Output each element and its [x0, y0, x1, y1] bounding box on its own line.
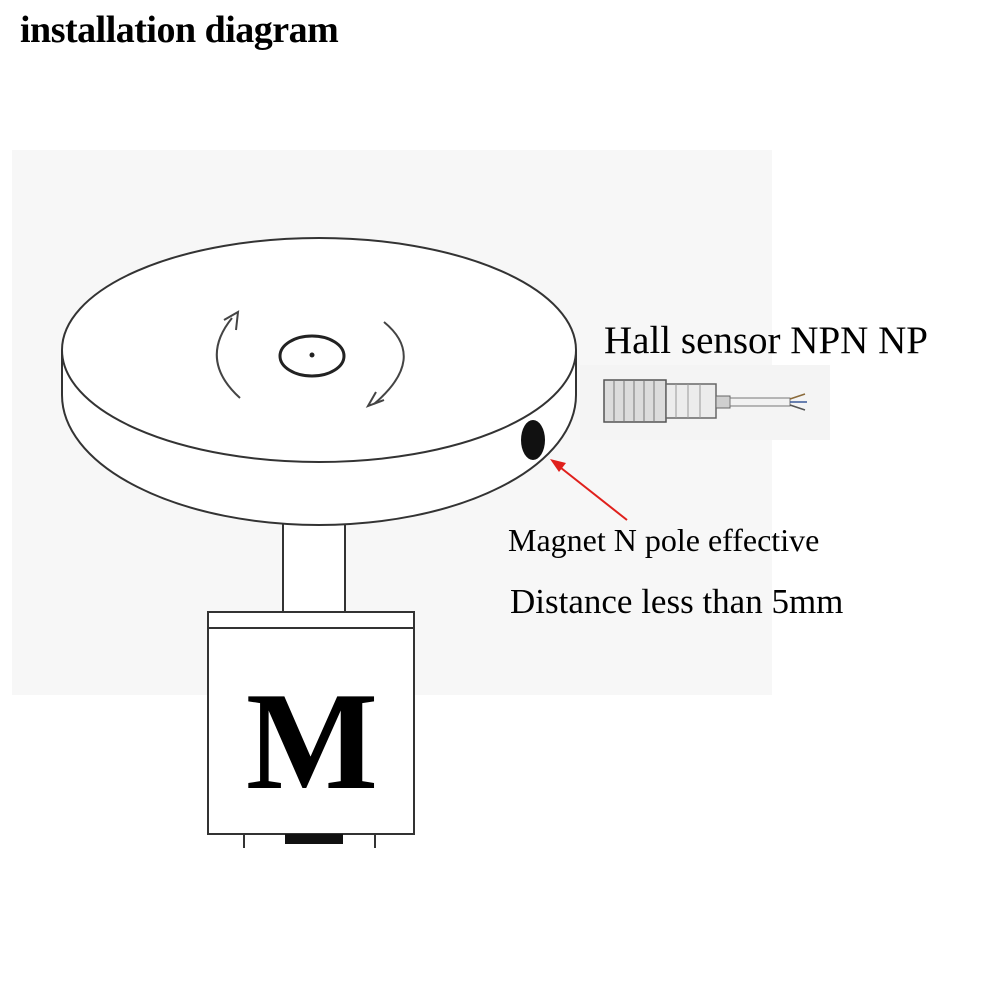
rotation-arrow-right-icon [365, 321, 405, 408]
diagram-title: installation diagram [20, 9, 339, 51]
rotation-arrow-left-icon [215, 310, 241, 399]
magnet [521, 420, 545, 460]
magnet-pointer-arrow-icon [550, 459, 628, 521]
motor-label: M [245, 664, 379, 819]
hall-sensor-label: Hall sensor NPN NP [604, 319, 928, 362]
rotating-disc [61, 237, 577, 526]
hall-sensor-icon [603, 379, 807, 423]
motor-shaft [282, 517, 346, 614]
distance-label: Distance less than 5mm [510, 582, 844, 621]
magnet-label: Magnet N pole effective [508, 522, 820, 558]
motor-body [207, 611, 415, 848]
